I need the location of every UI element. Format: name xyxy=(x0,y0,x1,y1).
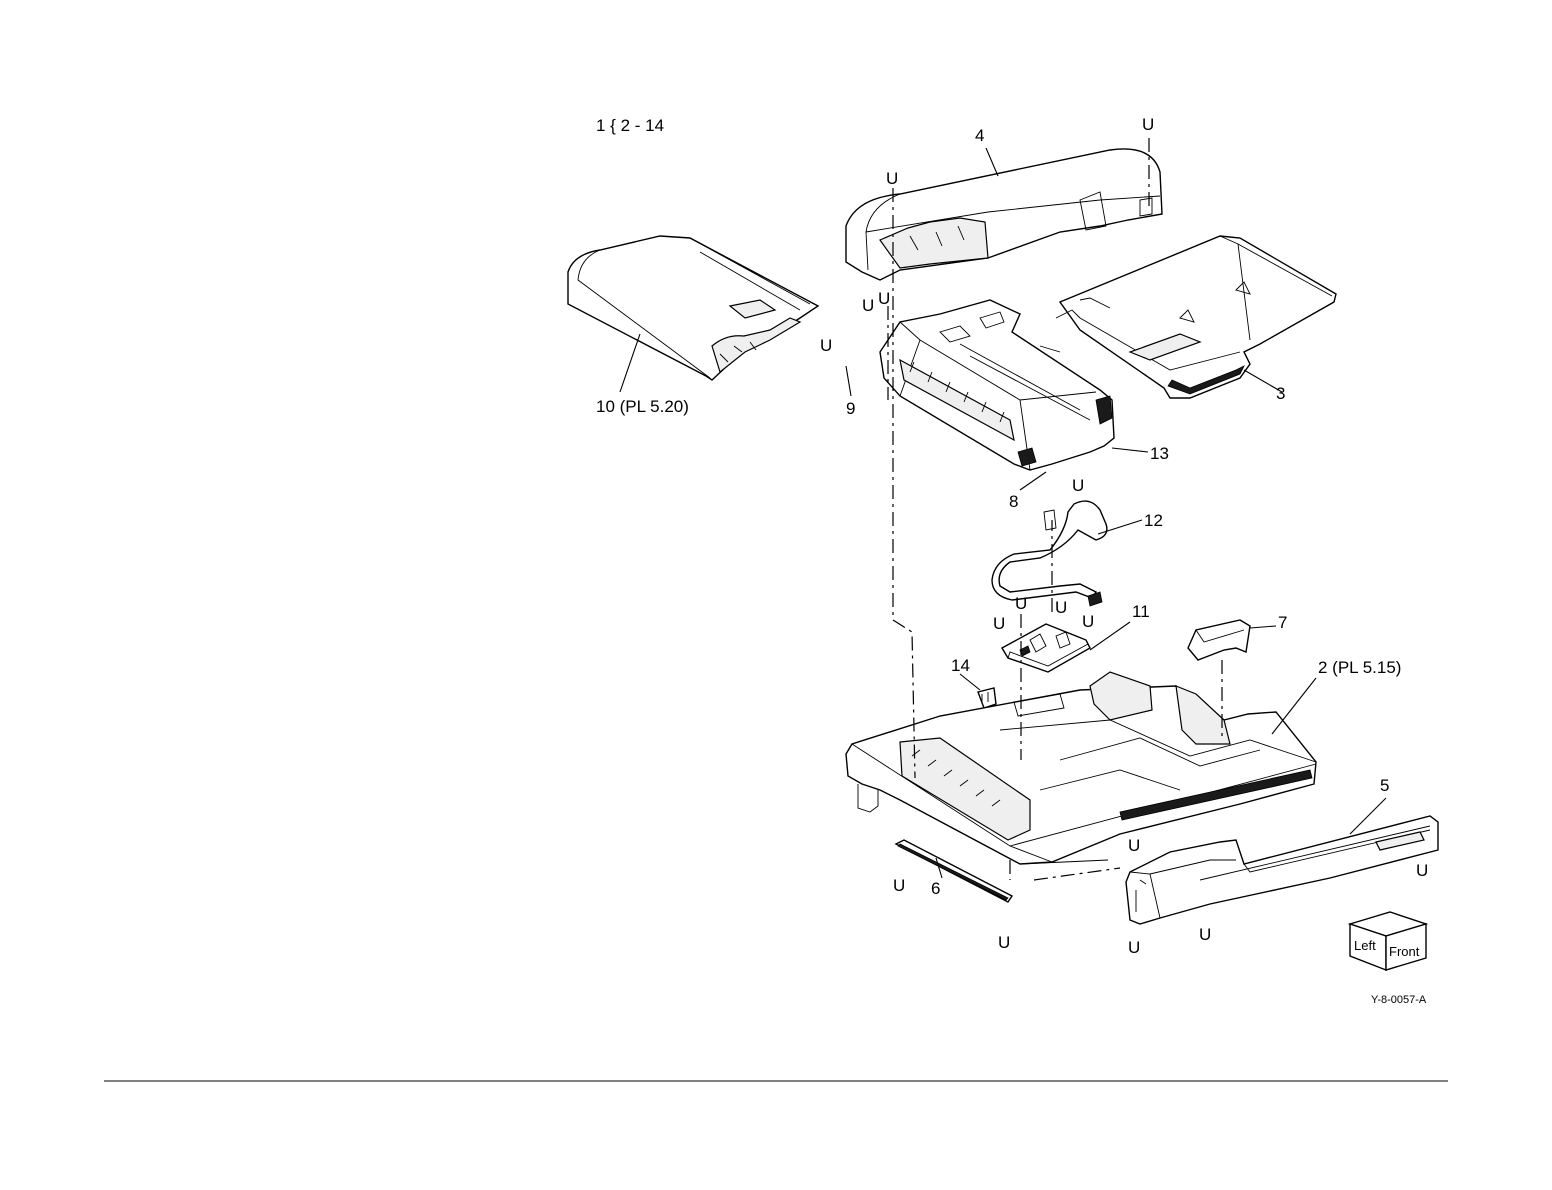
callout-part-2: 2 (PL 5.15) xyxy=(1318,658,1401,677)
part-10-left-cover xyxy=(568,236,818,380)
callout-part-14: 14 xyxy=(951,656,970,675)
screw-symbol: U xyxy=(886,169,898,188)
part-7-small-cover xyxy=(1188,620,1250,660)
screw-symbol: U xyxy=(1142,115,1154,134)
callout-part-10: 10 (PL 5.20) xyxy=(596,397,689,416)
orientation-cube: Left Front xyxy=(1350,912,1426,970)
screw-symbol: U xyxy=(1015,594,1027,613)
callout-part-3: 3 xyxy=(1276,384,1285,403)
cube-front-label: Front xyxy=(1389,944,1420,959)
callout-part-12: 12 xyxy=(1144,511,1163,530)
callout-part-6: 6 xyxy=(931,879,940,898)
screw-symbol: U xyxy=(878,289,890,308)
screw-symbol: U xyxy=(1128,938,1140,957)
part-12-harness xyxy=(992,501,1107,606)
screw-symbol: U xyxy=(993,614,1005,633)
part-14-sensor-bracket xyxy=(978,688,996,708)
screw-symbol: U xyxy=(1416,861,1428,880)
part-11-pwb xyxy=(1002,624,1090,672)
part-5-front-cover xyxy=(1126,816,1438,924)
screw-symbol: U xyxy=(1082,612,1094,631)
callout-part-5: 5 xyxy=(1380,776,1389,795)
screw-symbol: U xyxy=(820,336,832,355)
callout-part-9: 9 xyxy=(846,399,855,418)
screw-symbol: U xyxy=(998,933,1010,952)
screw-symbol: U xyxy=(1072,476,1084,495)
callout-part-4: 4 xyxy=(975,126,984,145)
cube-left-label: Left xyxy=(1354,938,1376,953)
part-2-base-frame xyxy=(846,672,1316,864)
part-3-document-tray xyxy=(1056,236,1336,398)
screw-symbol: U xyxy=(1055,598,1067,617)
callout-part-11: 11 xyxy=(1132,602,1150,621)
screw-symbol: U xyxy=(1128,836,1140,855)
callout-part-8: 8 xyxy=(1009,492,1018,511)
assembly-label: 1 { 2 - 14 xyxy=(596,116,664,135)
callout-part-13: 13 xyxy=(1150,444,1169,463)
screw-symbol: U xyxy=(862,296,874,315)
screw-symbol: U xyxy=(1199,925,1211,944)
screw-symbol: U xyxy=(893,876,905,895)
callout-part-7: 7 xyxy=(1278,613,1287,632)
figure-id: Y-8-0057-A xyxy=(1371,994,1427,1006)
